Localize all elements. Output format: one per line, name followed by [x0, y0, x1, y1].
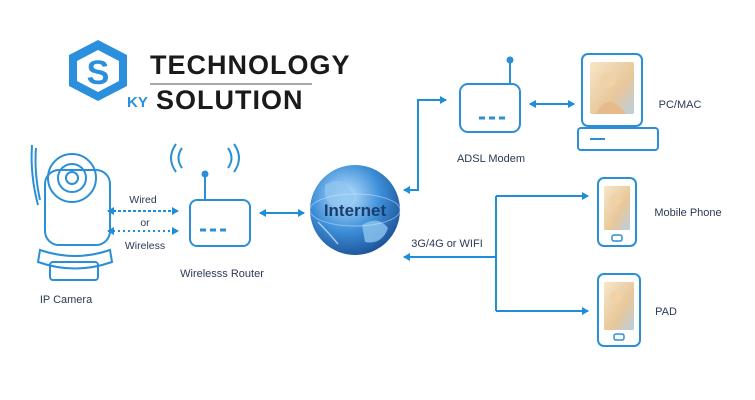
ip-camera-label: IP Camera: [40, 294, 93, 306]
wireless-label: Wireless: [125, 240, 165, 252]
pc-icon: [577, 53, 659, 151]
logo-s-icon: S: [87, 54, 110, 92]
wired-label: Wired: [129, 194, 157, 206]
or-label: or: [140, 217, 150, 229]
adsl-modem-label: ADSL Modem: [457, 153, 525, 165]
brand-logo: S TECHNOLOGY KY SOLUTION: [69, 40, 351, 115]
internet-globe-icon: [309, 165, 401, 255]
pad-icon: [597, 273, 641, 347]
pad-label: PAD: [655, 306, 677, 318]
mobile-phone-label: Mobile Phone: [654, 207, 721, 219]
internet-label: Internet: [324, 201, 387, 220]
ip-camera-icon: [30, 144, 114, 281]
mobile-phone-icon: [597, 177, 637, 247]
router-label: Wirelesss Router: [180, 268, 264, 280]
adsl-modem-icon: [459, 56, 521, 133]
logo-word-bottom: SOLUTION: [156, 85, 304, 115]
internet-modem-link: [403, 96, 447, 194]
mobile-net-label: 3G/4G or WIFI: [411, 238, 483, 250]
pc-label: PC/MAC: [659, 99, 702, 111]
logo-word-top: TECHNOLOGY: [150, 50, 351, 80]
router-icon: [170, 143, 251, 247]
logo-ky: KY: [127, 94, 148, 111]
